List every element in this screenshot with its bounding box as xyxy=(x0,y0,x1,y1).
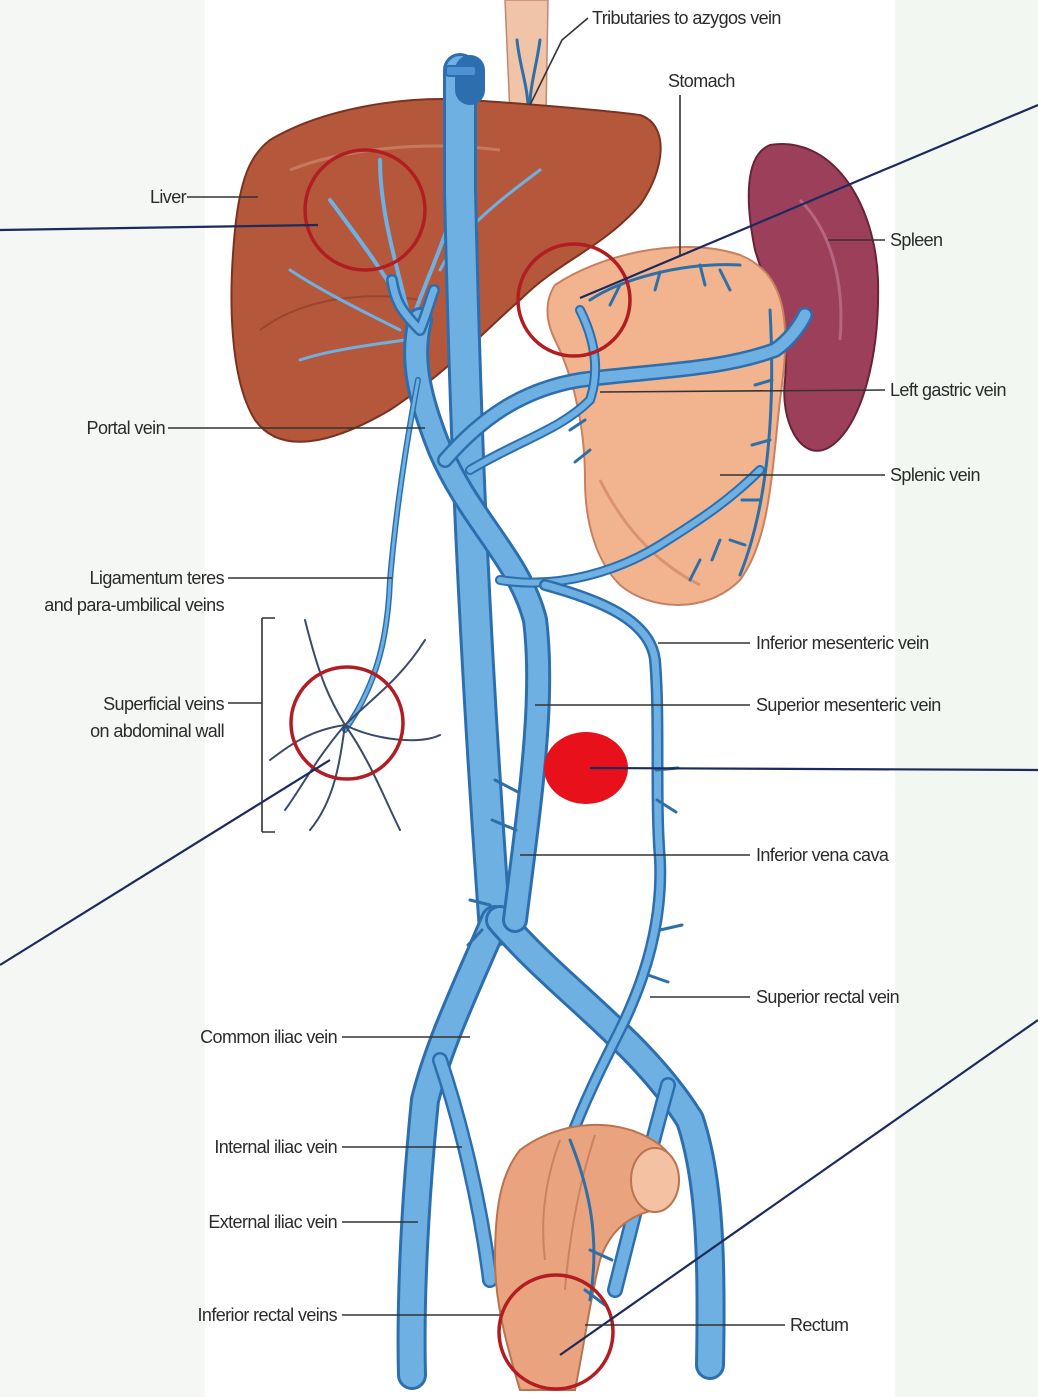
label-rectum: Rectum xyxy=(790,1315,848,1335)
esophagus xyxy=(505,0,548,120)
label-portal-vein: Portal vein xyxy=(87,418,165,438)
label-superior-rectal-vein: Superior rectal vein xyxy=(756,987,899,1007)
label-inferior-rectal-veins: Inferior rectal veins xyxy=(198,1305,338,1325)
label-liver: Liver xyxy=(150,187,187,207)
label-splenic-vein: Splenic vein xyxy=(890,465,980,485)
label-internal-iliac-vein: Internal iliac vein xyxy=(214,1137,337,1157)
label-superior-mesenteric-vein: Superior mesenteric vein xyxy=(756,695,941,715)
label-common-iliac-vein: Common iliac vein xyxy=(200,1027,337,1047)
label-inferior-mesenteric-vein: Inferior mesenteric vein xyxy=(756,633,929,653)
label-para-umbilical-veins: and para-umbilical veins xyxy=(44,595,224,615)
label-abdominal-wall: on abdominal wall xyxy=(90,721,224,741)
label-tributaries-azygos: Tributaries to azygos vein xyxy=(592,8,781,28)
label-external-iliac-vein: External iliac vein xyxy=(208,1212,337,1232)
label-spleen: Spleen xyxy=(890,230,942,250)
label-left-gastric-vein: Left gastric vein xyxy=(890,380,1006,400)
label-ligamentum-teres: Ligamentum teres xyxy=(90,568,225,588)
label-superficial-veins: Superficial veins xyxy=(103,694,224,714)
label-stomach: Stomach xyxy=(668,71,735,91)
label-inferior-vena-cava: Inferior vena cava xyxy=(756,845,890,865)
